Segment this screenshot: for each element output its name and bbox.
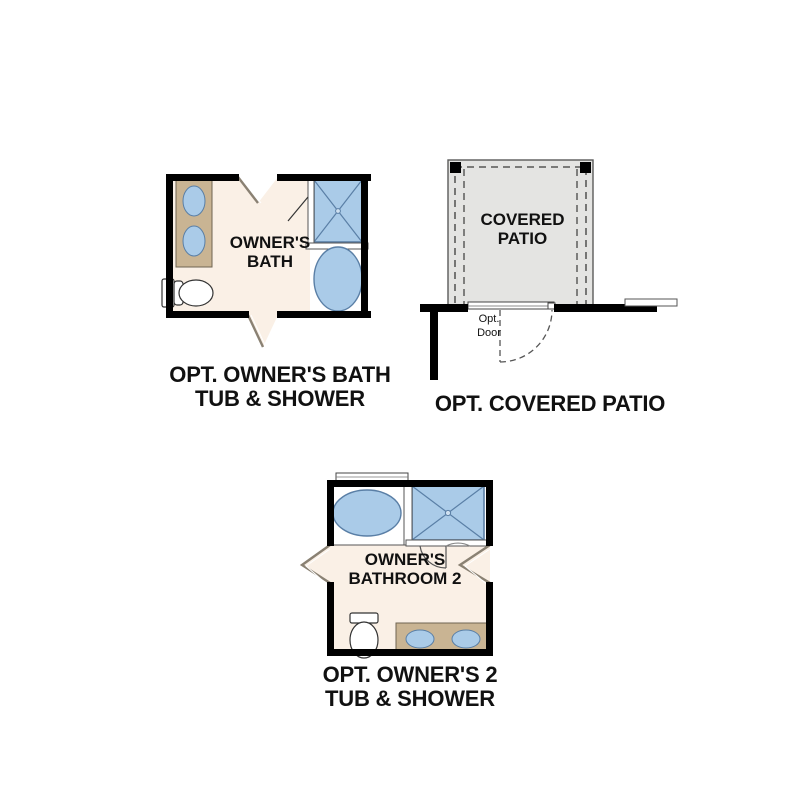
plan-opt-owners-2: OWNER'S BATHROOM 2 OPT. OWNER'S 2 TUB & … (299, 465, 520, 710)
room-label-line-1: OWNER'S (229, 233, 311, 252)
exterior-walls (166, 174, 371, 318)
sink-basin-lower (182, 225, 206, 257)
room-label-covered-patio: COVERED PATIO (455, 210, 590, 248)
sink-basin-left (405, 629, 435, 649)
wall-stub-right (624, 298, 678, 307)
entry-door-swing-right (457, 544, 491, 588)
room-label-line-2: PATIO (497, 229, 548, 249)
window (335, 472, 409, 482)
room-label-line-1: OWNER'S (364, 550, 446, 569)
room-floor-fill (302, 525, 490, 653)
label-opt-door: Opt. Door (464, 313, 514, 341)
caption-opt-covered-patio: OPT. COVERED PATIO (400, 392, 700, 416)
corner-post-left (450, 162, 461, 173)
room-label-owners-bath: OWNER'S BATH (215, 233, 325, 271)
soaking-tub (332, 489, 402, 537)
opt-door-line-2: Door (477, 326, 501, 339)
room-label-line-2: BATH (247, 252, 293, 272)
room-label-owners-bathroom-2: OWNER'S BATHROOM 2 (340, 550, 470, 588)
sliding-door (467, 301, 556, 310)
caption-line-2: TUB & SHOWER (195, 385, 365, 411)
optional-door-swing (499, 309, 553, 363)
plan-opt-owners-bath-drawing (161, 174, 371, 348)
opt-door-line-1: Opt. (478, 313, 500, 325)
room-label-line-2: BATHROOM 2 (348, 569, 462, 589)
corner-post-right (580, 162, 591, 173)
exterior-wall-run (420, 304, 657, 380)
caption-line-2: TUB & SHOWER (325, 685, 495, 711)
entry-door-swing-left (299, 544, 331, 588)
entry-door-swing-bottom (246, 314, 267, 348)
caption-line-1: OPT. COVERED PATIO (434, 391, 666, 416)
entry-door-swing-top (237, 176, 262, 204)
plan-opt-owners-2-drawing (299, 472, 493, 659)
sink-basin-right (451, 629, 481, 649)
caption-line-1: OPT. OWNER'S 2 (322, 662, 498, 687)
exterior-walls (327, 480, 493, 656)
caption-opt-owners-bath: OPT. OWNER'S BATH TUB & SHOWER (140, 363, 420, 411)
shower-door-swing (287, 196, 309, 222)
caption-line-1: OPT. OWNER'S BATH (169, 362, 391, 387)
plan-opt-covered-patio: COVERED PATIO Opt. Door OPT. COVERED PAT… (420, 150, 680, 415)
caption-opt-owners-2: OPT. OWNER'S 2 TUB & SHOWER (270, 663, 550, 711)
shower-stall (403, 482, 489, 547)
patio-slab (447, 159, 594, 309)
room-label-line-1: COVERED (480, 210, 565, 229)
sink-basin-upper (182, 185, 206, 217)
roof-overhang-inner-dashed (463, 169, 578, 307)
plan-opt-covered-patio-drawing (420, 159, 678, 380)
plan-opt-owners-bath: OPT. OWNER'S BATH TUB & SHOWER OWNER'S B… (160, 165, 400, 410)
shower-door-swing (419, 542, 471, 569)
